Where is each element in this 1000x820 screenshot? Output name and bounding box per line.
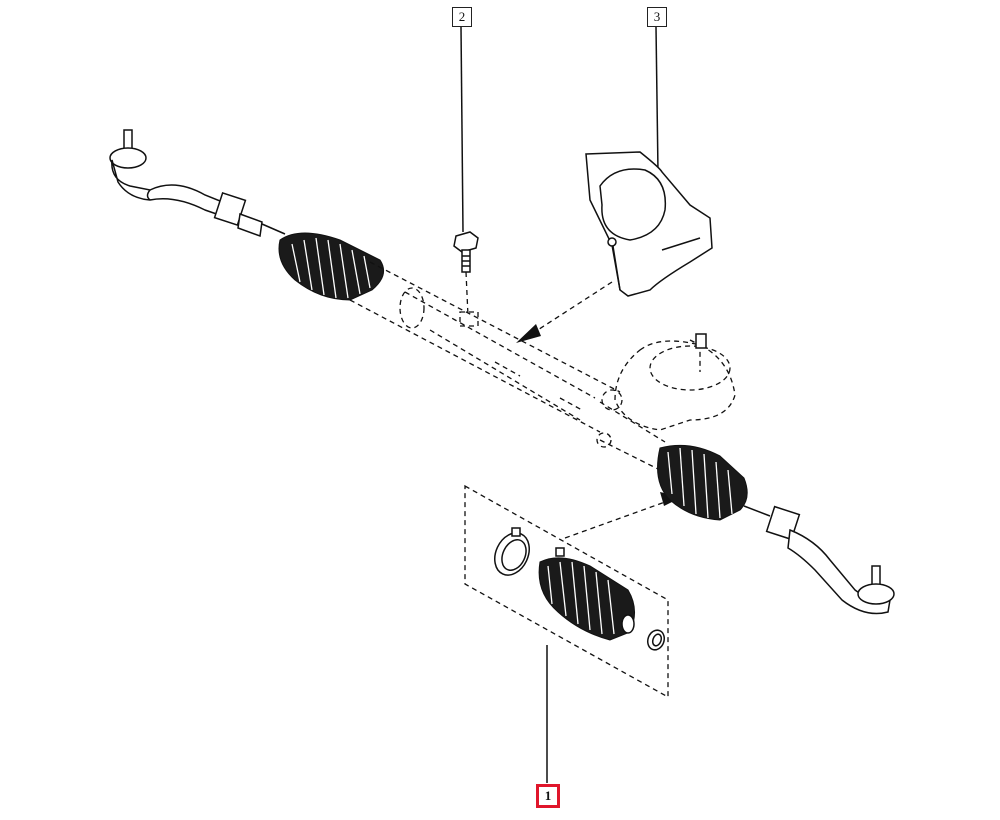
boot-kit-frame <box>464 484 669 699</box>
right-bellows-boot <box>657 444 748 521</box>
heat-shield-part <box>585 151 713 297</box>
pinion-housing <box>596 333 736 448</box>
bolt-part <box>453 231 479 317</box>
callout-3-leader <box>655 26 659 173</box>
heat-shield-arrow <box>516 281 613 343</box>
callout-1-label[interactable]: 1 <box>536 784 560 808</box>
rack-housing <box>349 261 666 471</box>
right-tie-rod-end <box>743 505 895 615</box>
boot-kit-arrow <box>564 492 682 539</box>
callout-3-label[interactable]: 3 <box>647 7 667 27</box>
callout-2-leader <box>460 26 464 233</box>
left-bellows-boot <box>278 232 385 301</box>
left-tie-rod-end <box>109 129 231 220</box>
left-inner-joint <box>213 191 286 238</box>
kit-bellows-boot <box>538 547 635 641</box>
small-clamp <box>646 629 666 651</box>
boot-clamp-ring <box>494 527 530 576</box>
callout-2-label[interactable]: 2 <box>452 7 472 27</box>
